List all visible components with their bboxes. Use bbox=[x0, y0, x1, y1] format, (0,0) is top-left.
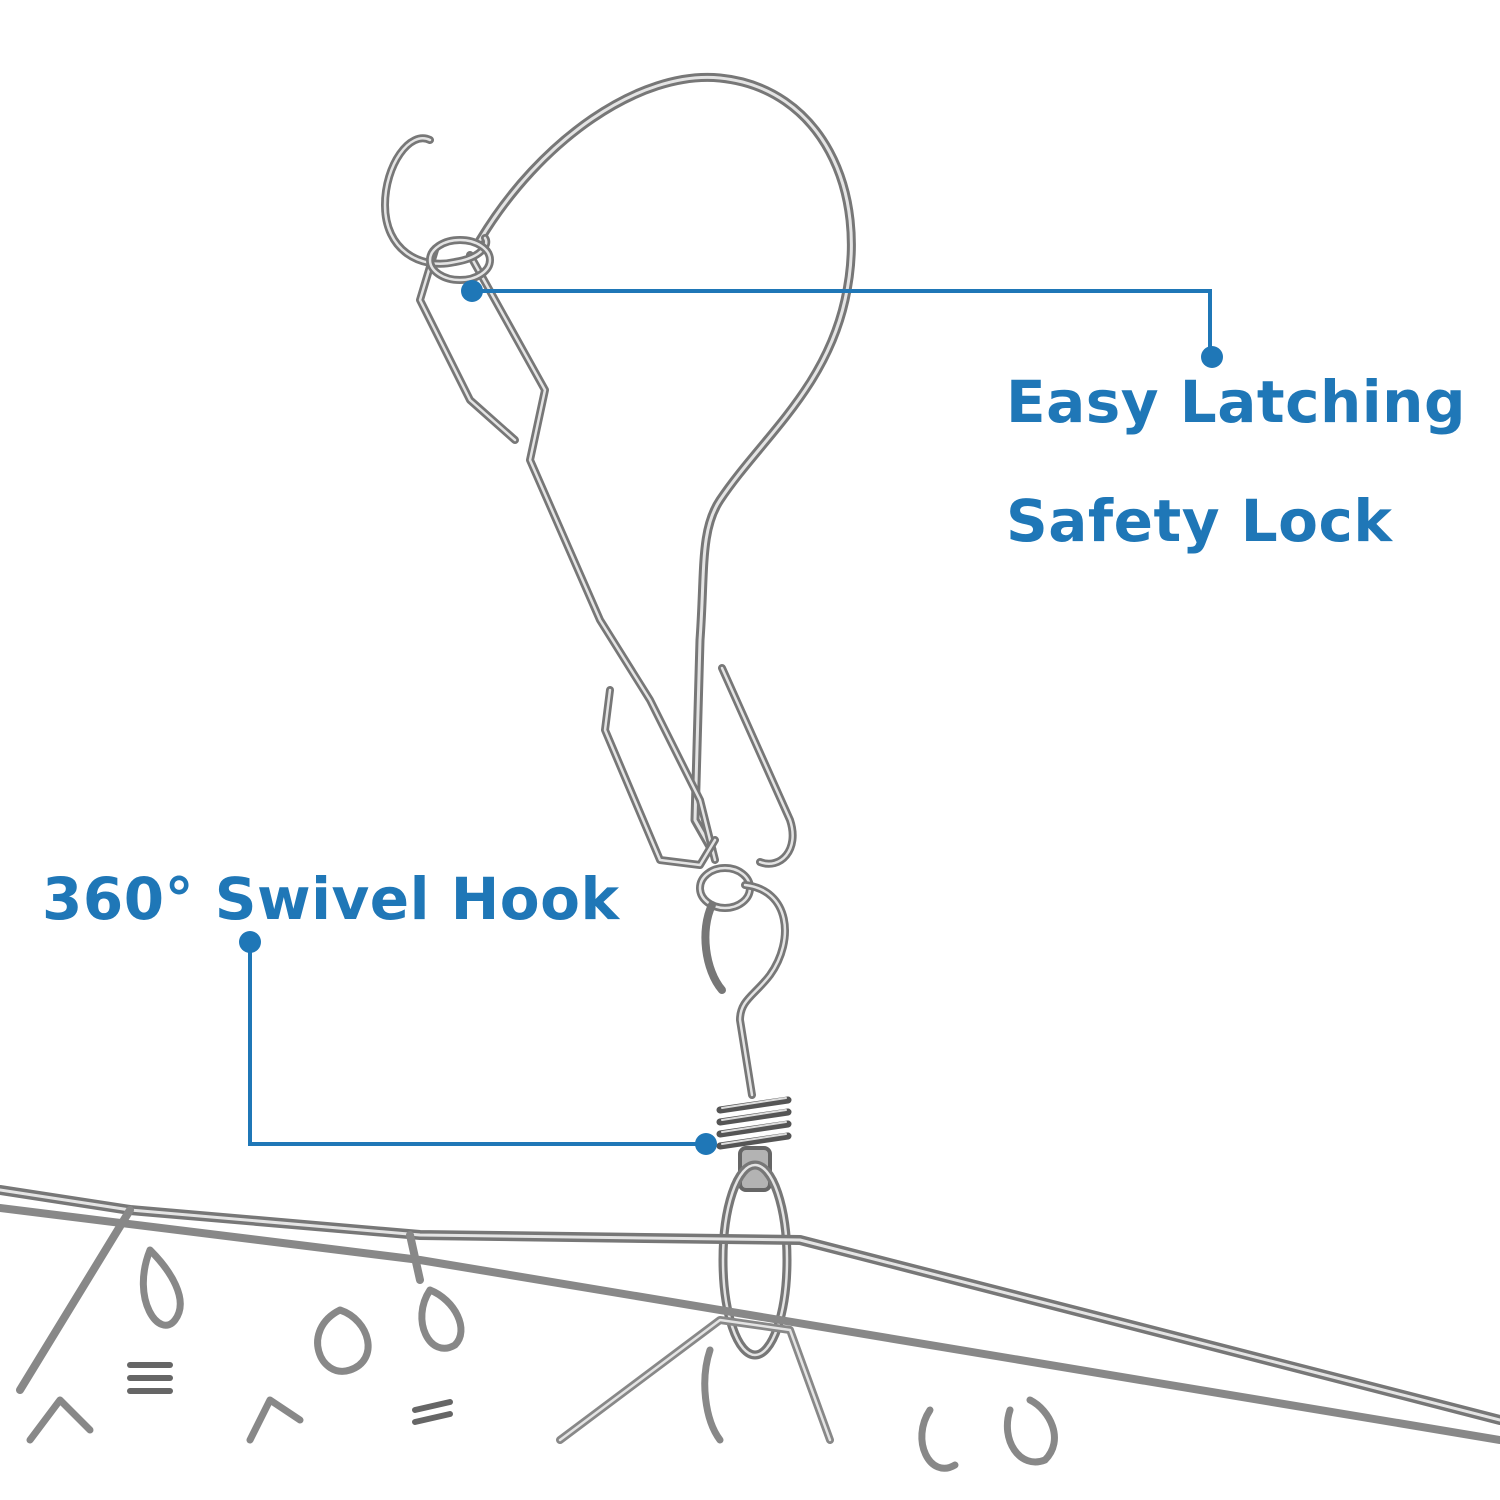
hanger-frame bbox=[0, 1185, 1500, 1472]
callout-line-swivel bbox=[239, 931, 717, 1155]
callout-label-safety-lock: Safety Lock bbox=[1006, 487, 1393, 555]
callout-line-latching bbox=[461, 280, 1223, 368]
main-hook bbox=[381, 72, 856, 869]
callout-dot-latching-start bbox=[461, 280, 483, 302]
callout-dot-latching-end bbox=[1201, 346, 1223, 368]
callout-label-easy-latching: Easy Latching bbox=[1006, 368, 1466, 436]
swivel-hook bbox=[696, 864, 792, 1360]
callout-label-swivel-hook: 360° Swivel Hook bbox=[42, 865, 620, 933]
callout-dot-swivel-end bbox=[695, 1133, 717, 1155]
callout-dot-swivel-start bbox=[239, 931, 261, 953]
